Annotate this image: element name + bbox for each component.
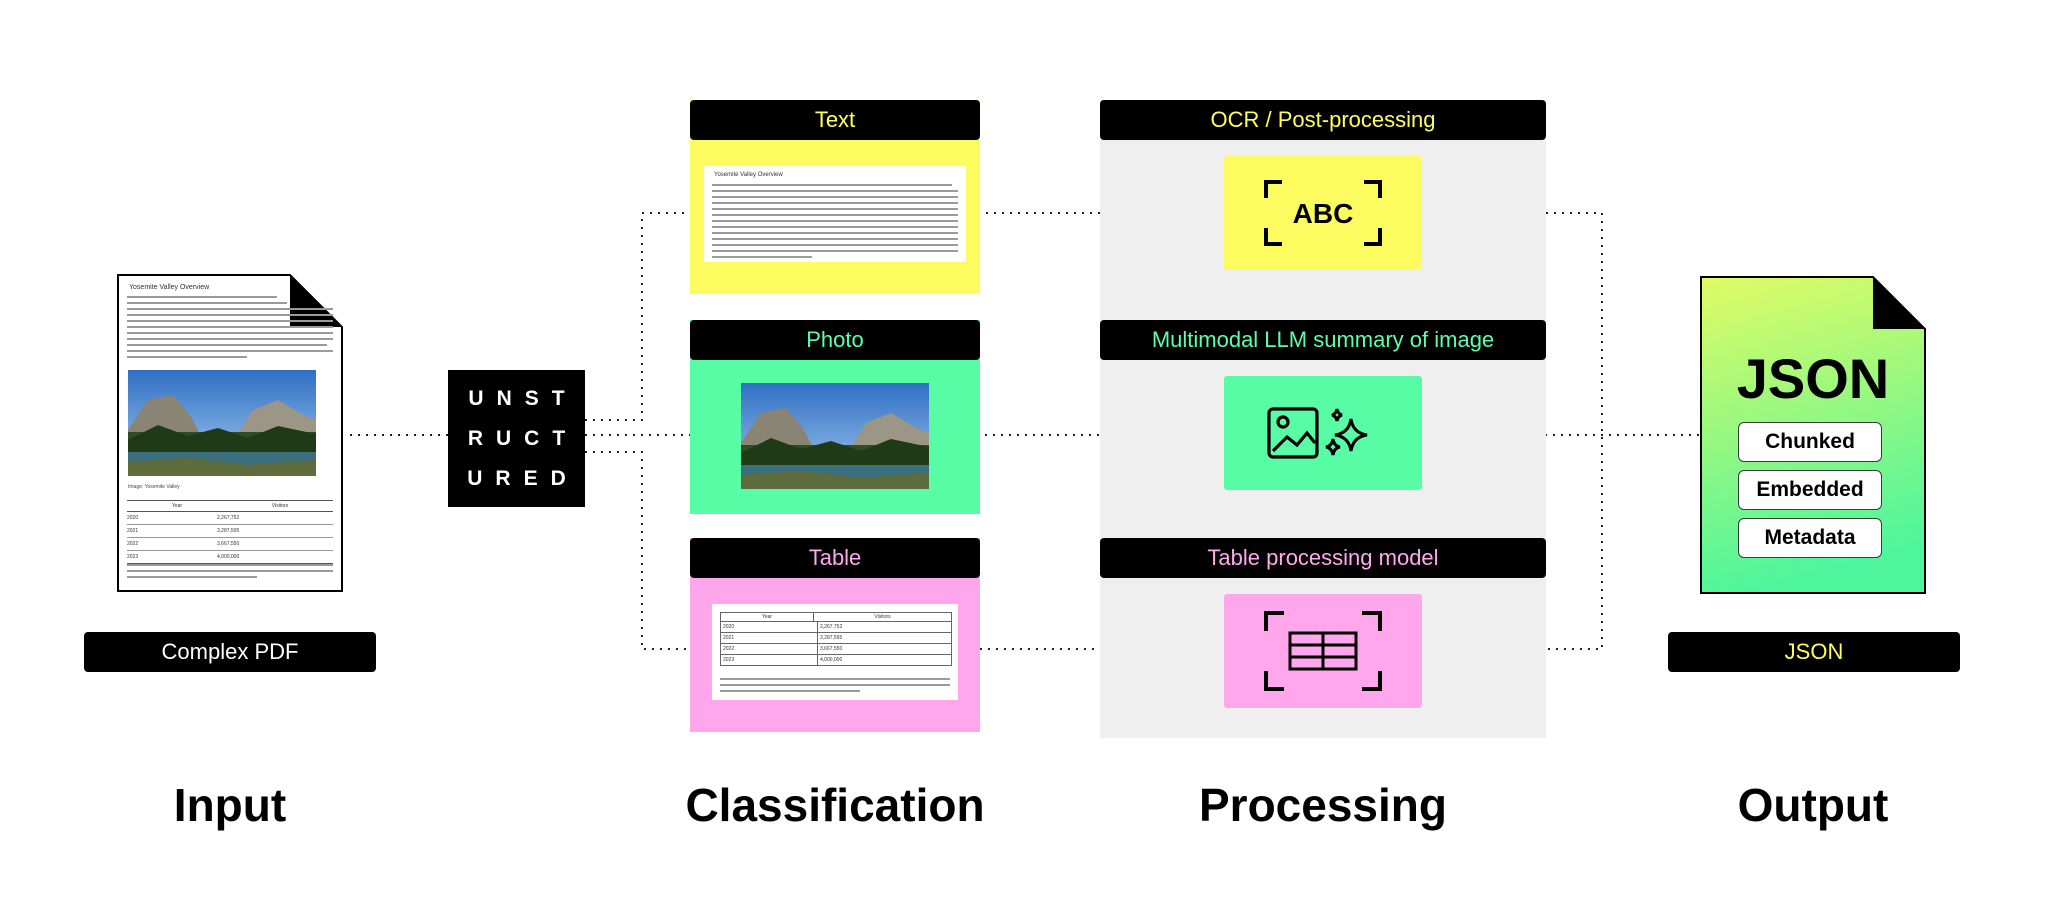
llm-box (1224, 376, 1422, 490)
classification-table-label: Table (690, 538, 980, 578)
logo-row: UNST (468, 386, 578, 410)
processing-ocr-label: OCR / Post-processing (1100, 100, 1546, 140)
pdf-doc-title: Yosemite Valley Overview (129, 284, 210, 291)
classification-text-label: Text (690, 100, 980, 140)
table-sheet-cell: 2023 (721, 655, 818, 665)
processing-llm-label: Multimodal LLM summary of image (1100, 320, 1546, 360)
pdf-table-cell: 2023 (127, 554, 139, 560)
table-sheet-cell: 2020 (721, 622, 818, 632)
pdf-table-header: Visitors (271, 503, 289, 509)
table-sheet-header: Visitors (874, 614, 891, 620)
table-scan-icon (1264, 611, 1382, 691)
table-sheet-cell: 2,267,752 (820, 624, 843, 630)
text-sheet: Yosemite Valley Overview (704, 166, 966, 262)
json-tag-embedded: Embedded (1738, 470, 1882, 510)
classification-photo-label: Photo (690, 320, 980, 360)
ocr-abc-icon: ABC (1264, 180, 1382, 246)
table-sheet-header: Year (721, 613, 814, 621)
pdf-table-cell: 4,000,000 (217, 554, 240, 560)
text-sheet-title: Yosemite Valley Overview (714, 172, 783, 178)
pdf-table-cell: 2022 (127, 541, 139, 547)
logo-row: URED (467, 466, 579, 490)
output-caption: JSON (1668, 632, 1960, 672)
json-doc-title: JSON (1736, 347, 1890, 410)
table-sheet-cell: 4,000,000 (820, 657, 843, 663)
logo-row: RUCT (467, 426, 579, 450)
pdf-table-cell: 2020 (127, 515, 139, 521)
heading-input: Input (173, 779, 287, 831)
ocr-box: ABC (1224, 156, 1422, 270)
connector-text-branch (585, 212, 1603, 435)
input-caption: Complex PDF (84, 632, 376, 672)
processing-table-label: Table processing model (1100, 538, 1546, 578)
pdf-table-cell: 2021 (127, 528, 139, 534)
pdf-table-cell: 3,667,550 (217, 541, 240, 547)
json-tag-metadata: Metadata (1738, 518, 1882, 558)
pdf-text-block (127, 296, 333, 362)
heading-classification: Classification (685, 779, 985, 831)
ocr-abc-text: ABC (1293, 198, 1354, 229)
unstructured-logo: UNST RUCT URED (448, 370, 585, 507)
pdf-table-cell: 3,287,595 (217, 528, 240, 534)
table-sheet-cell: 3,287,595 (820, 635, 843, 641)
table-model-box (1224, 594, 1422, 708)
pdf-table: Year Visitors 2020 2,267,752 2021 3,287,59… (127, 500, 333, 564)
pdf-footer-text (127, 564, 333, 582)
json-tag-chunked: Chunked (1738, 422, 1882, 462)
classified-photo-landscape (741, 383, 929, 489)
output-json-document: JSON Chunked Embedded Metadata (1700, 276, 1926, 594)
pdf-photo-landscape (128, 370, 316, 476)
table-sheet-cell: 2022 (721, 644, 818, 654)
image-sparkle-icon (1267, 407, 1368, 459)
heading-output: Output (1737, 779, 1889, 831)
pdf-table-cell: 2,267,752 (217, 515, 240, 521)
input-pdf-document: Yosemite Valley Overview Image: Yosemite… (117, 274, 343, 592)
table-sheet-cell: 2021 (721, 633, 818, 643)
pdf-table-header: Year (171, 503, 183, 509)
heading-processing: Processing (1199, 779, 1447, 831)
text-sheet-lines (712, 184, 958, 262)
table-sheet-notes (720, 678, 950, 696)
pdf-photo-caption: Image: Yosemite Valley (128, 484, 180, 490)
table-sheet-cell: 3,667,550 (820, 646, 843, 652)
